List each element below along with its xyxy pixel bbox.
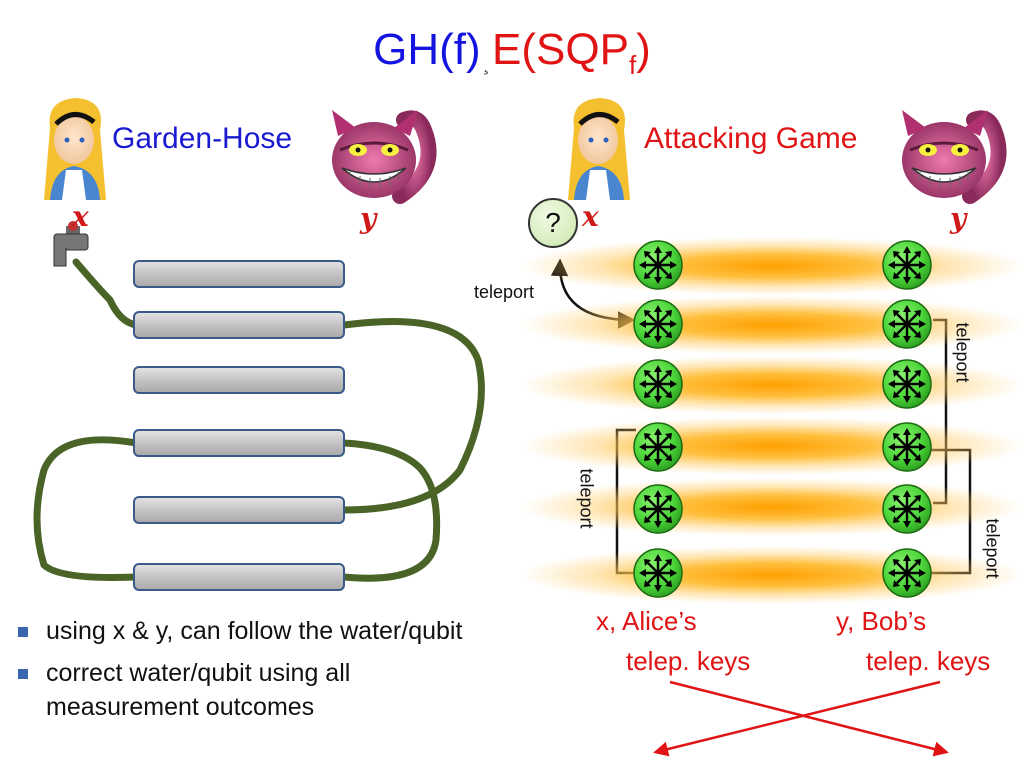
cheshire-cat-icon	[902, 110, 1007, 204]
right-var-x: x	[582, 200, 599, 233]
key-exchange-arrows	[653, 680, 949, 757]
bob-keys-line1: y, Bob’s	[836, 606, 927, 636]
entanglement-node-icon	[881, 421, 933, 473]
pipe-6	[133, 563, 345, 591]
teleport-label-left: teleport	[576, 468, 597, 529]
question-mark-icon: ?	[528, 198, 578, 248]
entanglement-node-icon	[881, 239, 933, 291]
bullet-item: correct water/qubit using all measuremen…	[14, 656, 476, 724]
title-attack-subscript: f	[628, 50, 637, 80]
bob-keys-line2: telep. keys	[866, 646, 991, 676]
entanglement-band-3	[520, 356, 1024, 414]
right-var-y: y	[950, 202, 967, 235]
garden-hose-pipes	[133, 260, 345, 591]
entanglement-band-5	[520, 478, 1024, 536]
title-separator: ¸	[482, 50, 491, 75]
pipe-2	[133, 311, 345, 339]
teleport-label-right-upper: teleport	[952, 322, 973, 383]
bob-nodes	[881, 239, 933, 599]
entanglement-node-icon	[632, 298, 684, 350]
entanglement-node-icon	[881, 358, 933, 410]
pipe-4	[133, 429, 345, 457]
bullet-list: using x & y, can follow the water/qubit …	[14, 614, 594, 732]
garden-hose-heading: Garden-Hose	[112, 122, 293, 155]
left-var-y: y	[360, 202, 377, 235]
entanglement-band-1	[520, 237, 1024, 295]
entanglement-node-icon	[632, 547, 684, 599]
bullet-square-icon	[18, 669, 28, 679]
pipe-1	[133, 260, 345, 288]
entanglement-band-4	[520, 417, 1024, 475]
bullet-square-icon	[18, 627, 28, 637]
garden-hose-path	[33, 258, 485, 582]
title-attack-close: )	[636, 25, 651, 74]
entanglement-band-6	[520, 546, 1024, 604]
alice-nodes	[632, 239, 684, 599]
water-tap-icon	[53, 221, 89, 267]
entanglement-node-icon	[881, 547, 933, 599]
title-garden-hose-function: GH(f)	[373, 25, 481, 74]
pipe-5	[133, 496, 345, 524]
alice-keys-line2: telep. keys	[626, 646, 751, 676]
slide-title: GH(f)¸E(SQPf)	[0, 22, 1024, 93]
pipe-3	[133, 366, 345, 394]
teleport-label-horizontal: teleport	[474, 282, 535, 302]
teleport-label-right-lower: teleport	[982, 518, 1003, 579]
cheshire-cat-icon	[332, 110, 437, 204]
bullet-text: correct water/qubit using all measuremen…	[46, 659, 351, 721]
entanglement-band-2	[520, 296, 1024, 354]
left-var-x: x	[72, 200, 89, 233]
alice-character-icon	[44, 98, 106, 200]
title-attack-main: E(SQP	[492, 25, 629, 74]
alice-character-icon	[568, 98, 630, 200]
entanglement-node-icon	[632, 239, 684, 291]
entanglement-node-icon	[632, 421, 684, 473]
entanglement-node-icon	[881, 298, 933, 350]
entanglement-node-icon	[632, 358, 684, 410]
entanglement-node-icon	[881, 483, 933, 535]
attacking-game-heading: Attacking Game	[644, 122, 858, 155]
bullet-item: using x & y, can follow the water/qubit	[14, 614, 594, 648]
alice-keys-line1: x, Alice’s	[596, 606, 697, 636]
entanglement-node-icon	[632, 483, 684, 535]
bullet-text: using x & y, can follow the water/qubit	[46, 617, 463, 645]
